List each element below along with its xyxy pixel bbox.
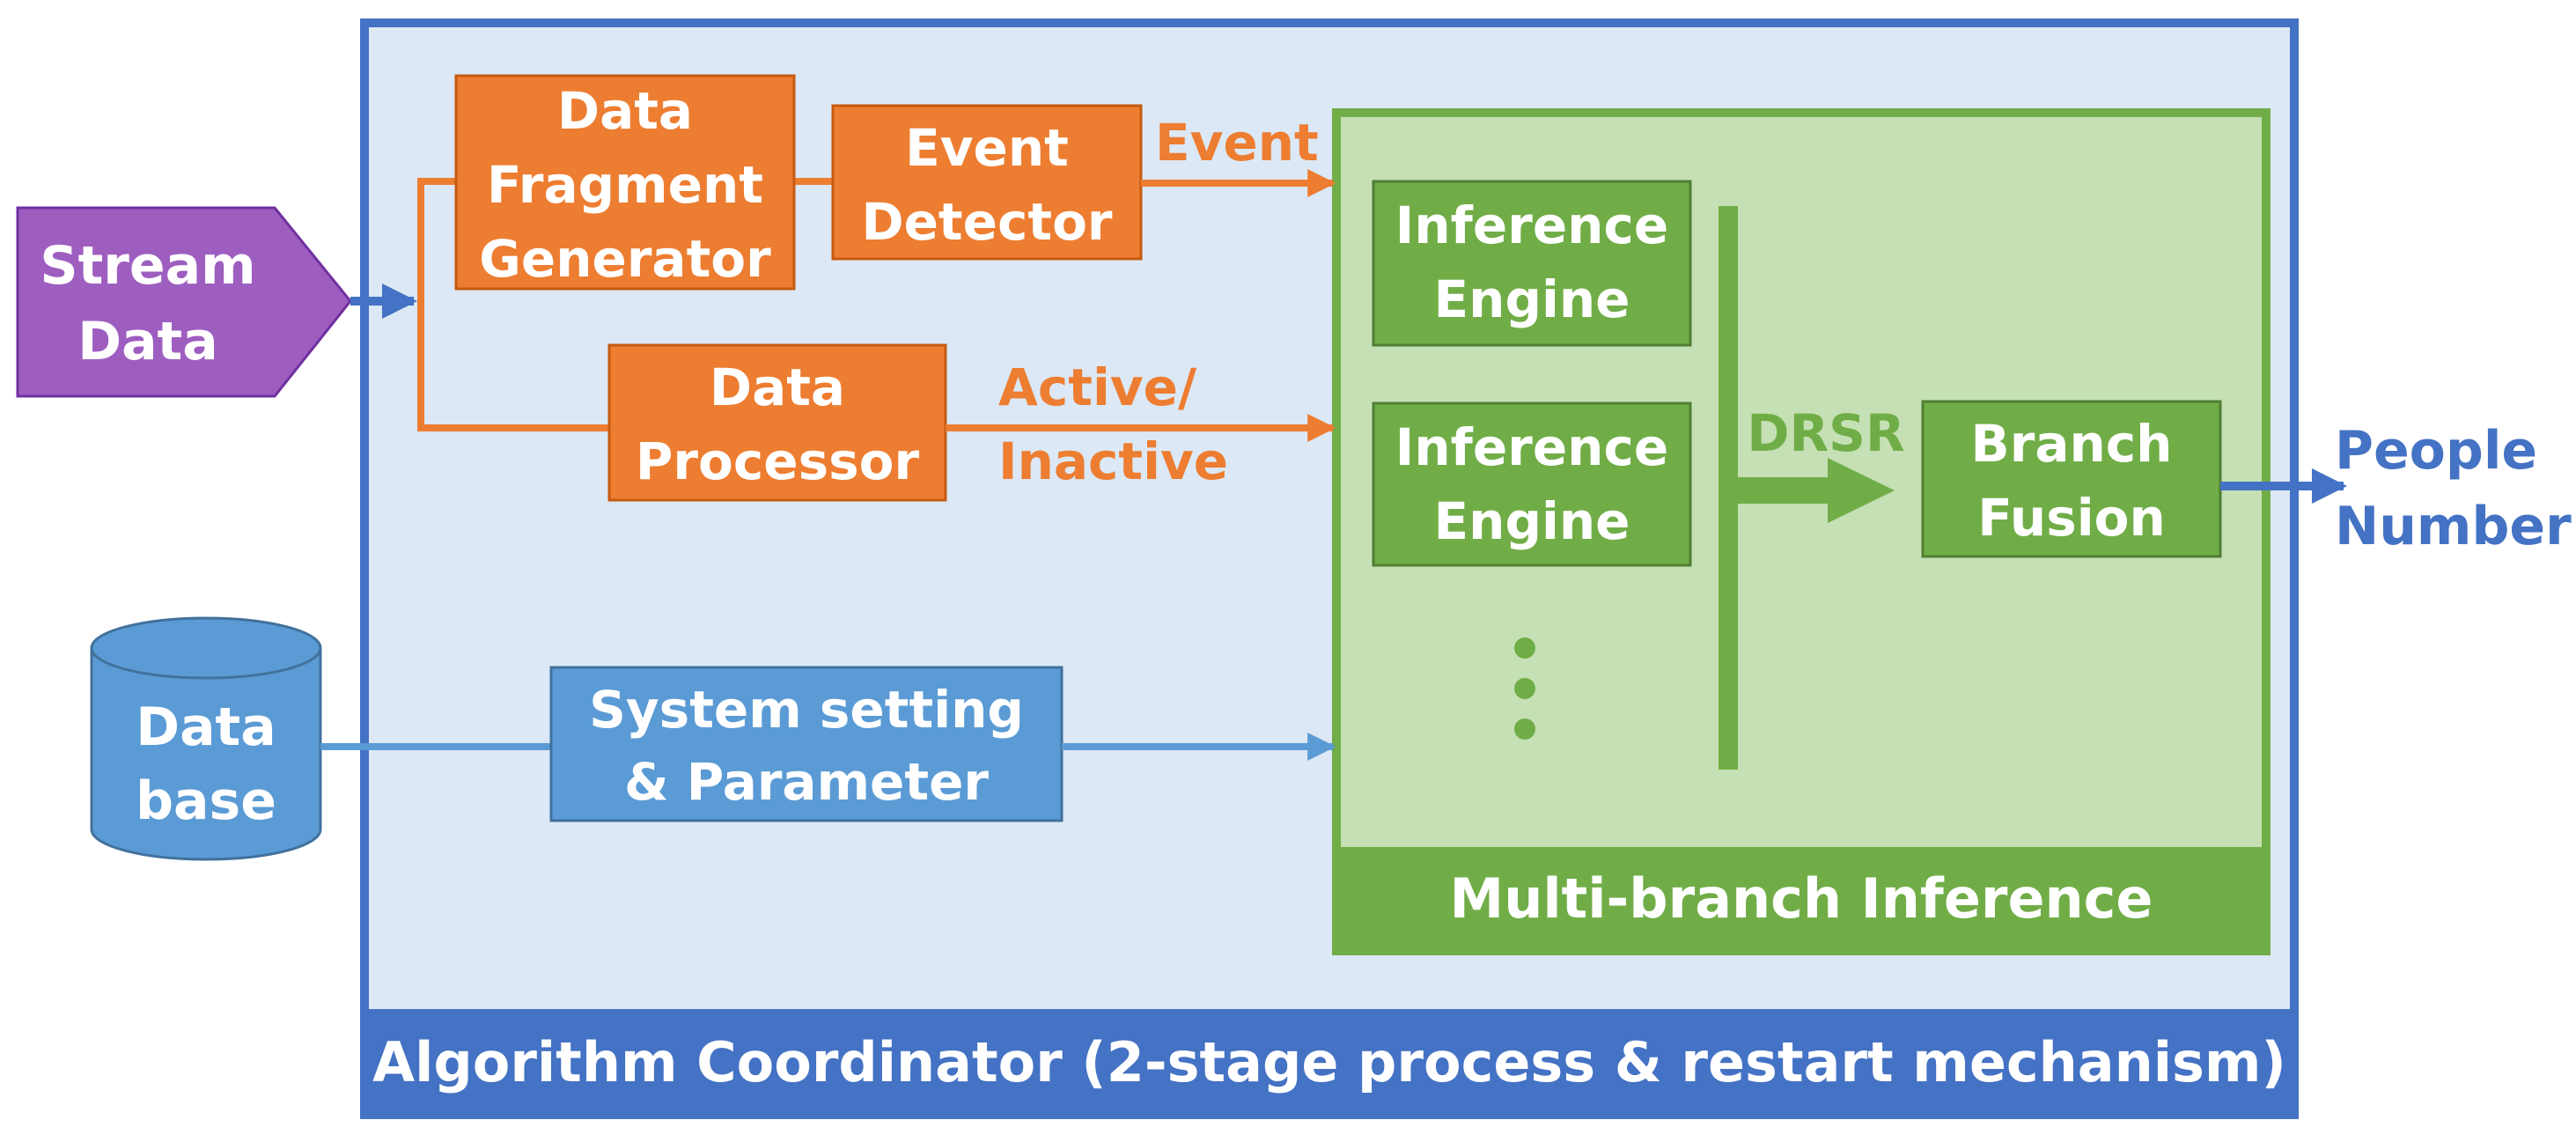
inference-engine-1-label-2: Engine xyxy=(1434,269,1630,329)
inference-engine-1: Inference Engine xyxy=(1372,180,1692,347)
multi-branch-title: Multi-branch Inference xyxy=(1450,866,2153,931)
active-label-1: Active/ xyxy=(998,357,1197,417)
database-label-2: base xyxy=(136,770,276,832)
event-detector-label-1: Event xyxy=(905,118,1069,178)
more-engines-ellipsis xyxy=(1514,637,1535,740)
inference-engine-2: Inference Engine xyxy=(1372,402,1692,567)
inference-engine-2-label-1: Inference xyxy=(1395,417,1668,477)
event-detector-node: Event Detector xyxy=(831,104,1143,261)
branch-fusion-node: Branch Fusion xyxy=(1921,400,2222,558)
event-label: Event xyxy=(1155,113,1319,173)
coordinator-title: Algorithm Coordinator (2-stage process &… xyxy=(372,1030,2286,1094)
inference-engine-2-label-2: Engine xyxy=(1434,491,1630,551)
dfg-label-2: Fragment xyxy=(487,155,763,215)
people-number-label-1: People xyxy=(2335,420,2537,482)
active-label-2: Inactive xyxy=(998,431,1228,491)
stream-data-label-2: Data xyxy=(77,311,217,372)
system-setting-label-2: & Parameter xyxy=(624,752,989,812)
inference-engine-1-label-1: Inference xyxy=(1395,195,1668,255)
people-number-label-2: Number xyxy=(2335,496,2572,557)
stream-data-label-1: Stream xyxy=(40,235,255,297)
branch-fusion-label-2: Fusion xyxy=(1977,488,2166,548)
database-label-1: Data xyxy=(136,696,276,758)
system-setting-label-1: System setting xyxy=(589,680,1024,740)
stream-data-node: Stream Data xyxy=(16,206,352,398)
data-fragment-generator-node: Data Fragment Generator xyxy=(454,74,796,291)
data-processor-label-1: Data xyxy=(710,357,845,417)
stream-connector xyxy=(350,178,833,431)
drsr-label: DRSR xyxy=(1747,403,1904,463)
data-processor-label-2: Processor xyxy=(636,431,920,491)
event-detector-label-2: Detector xyxy=(861,192,1112,252)
system-setting-node: System setting & Parameter xyxy=(549,666,1064,822)
dfg-label-1: Data xyxy=(557,81,693,141)
drsr-arrow xyxy=(1738,458,1895,523)
branch-fusion-label-1: Branch xyxy=(1971,414,2173,474)
data-processor-node: Data Processor xyxy=(607,343,947,502)
database-node: Data base xyxy=(90,616,322,861)
dfg-label-3: Generator xyxy=(479,229,771,289)
engine-merge-bar xyxy=(1719,206,1738,770)
